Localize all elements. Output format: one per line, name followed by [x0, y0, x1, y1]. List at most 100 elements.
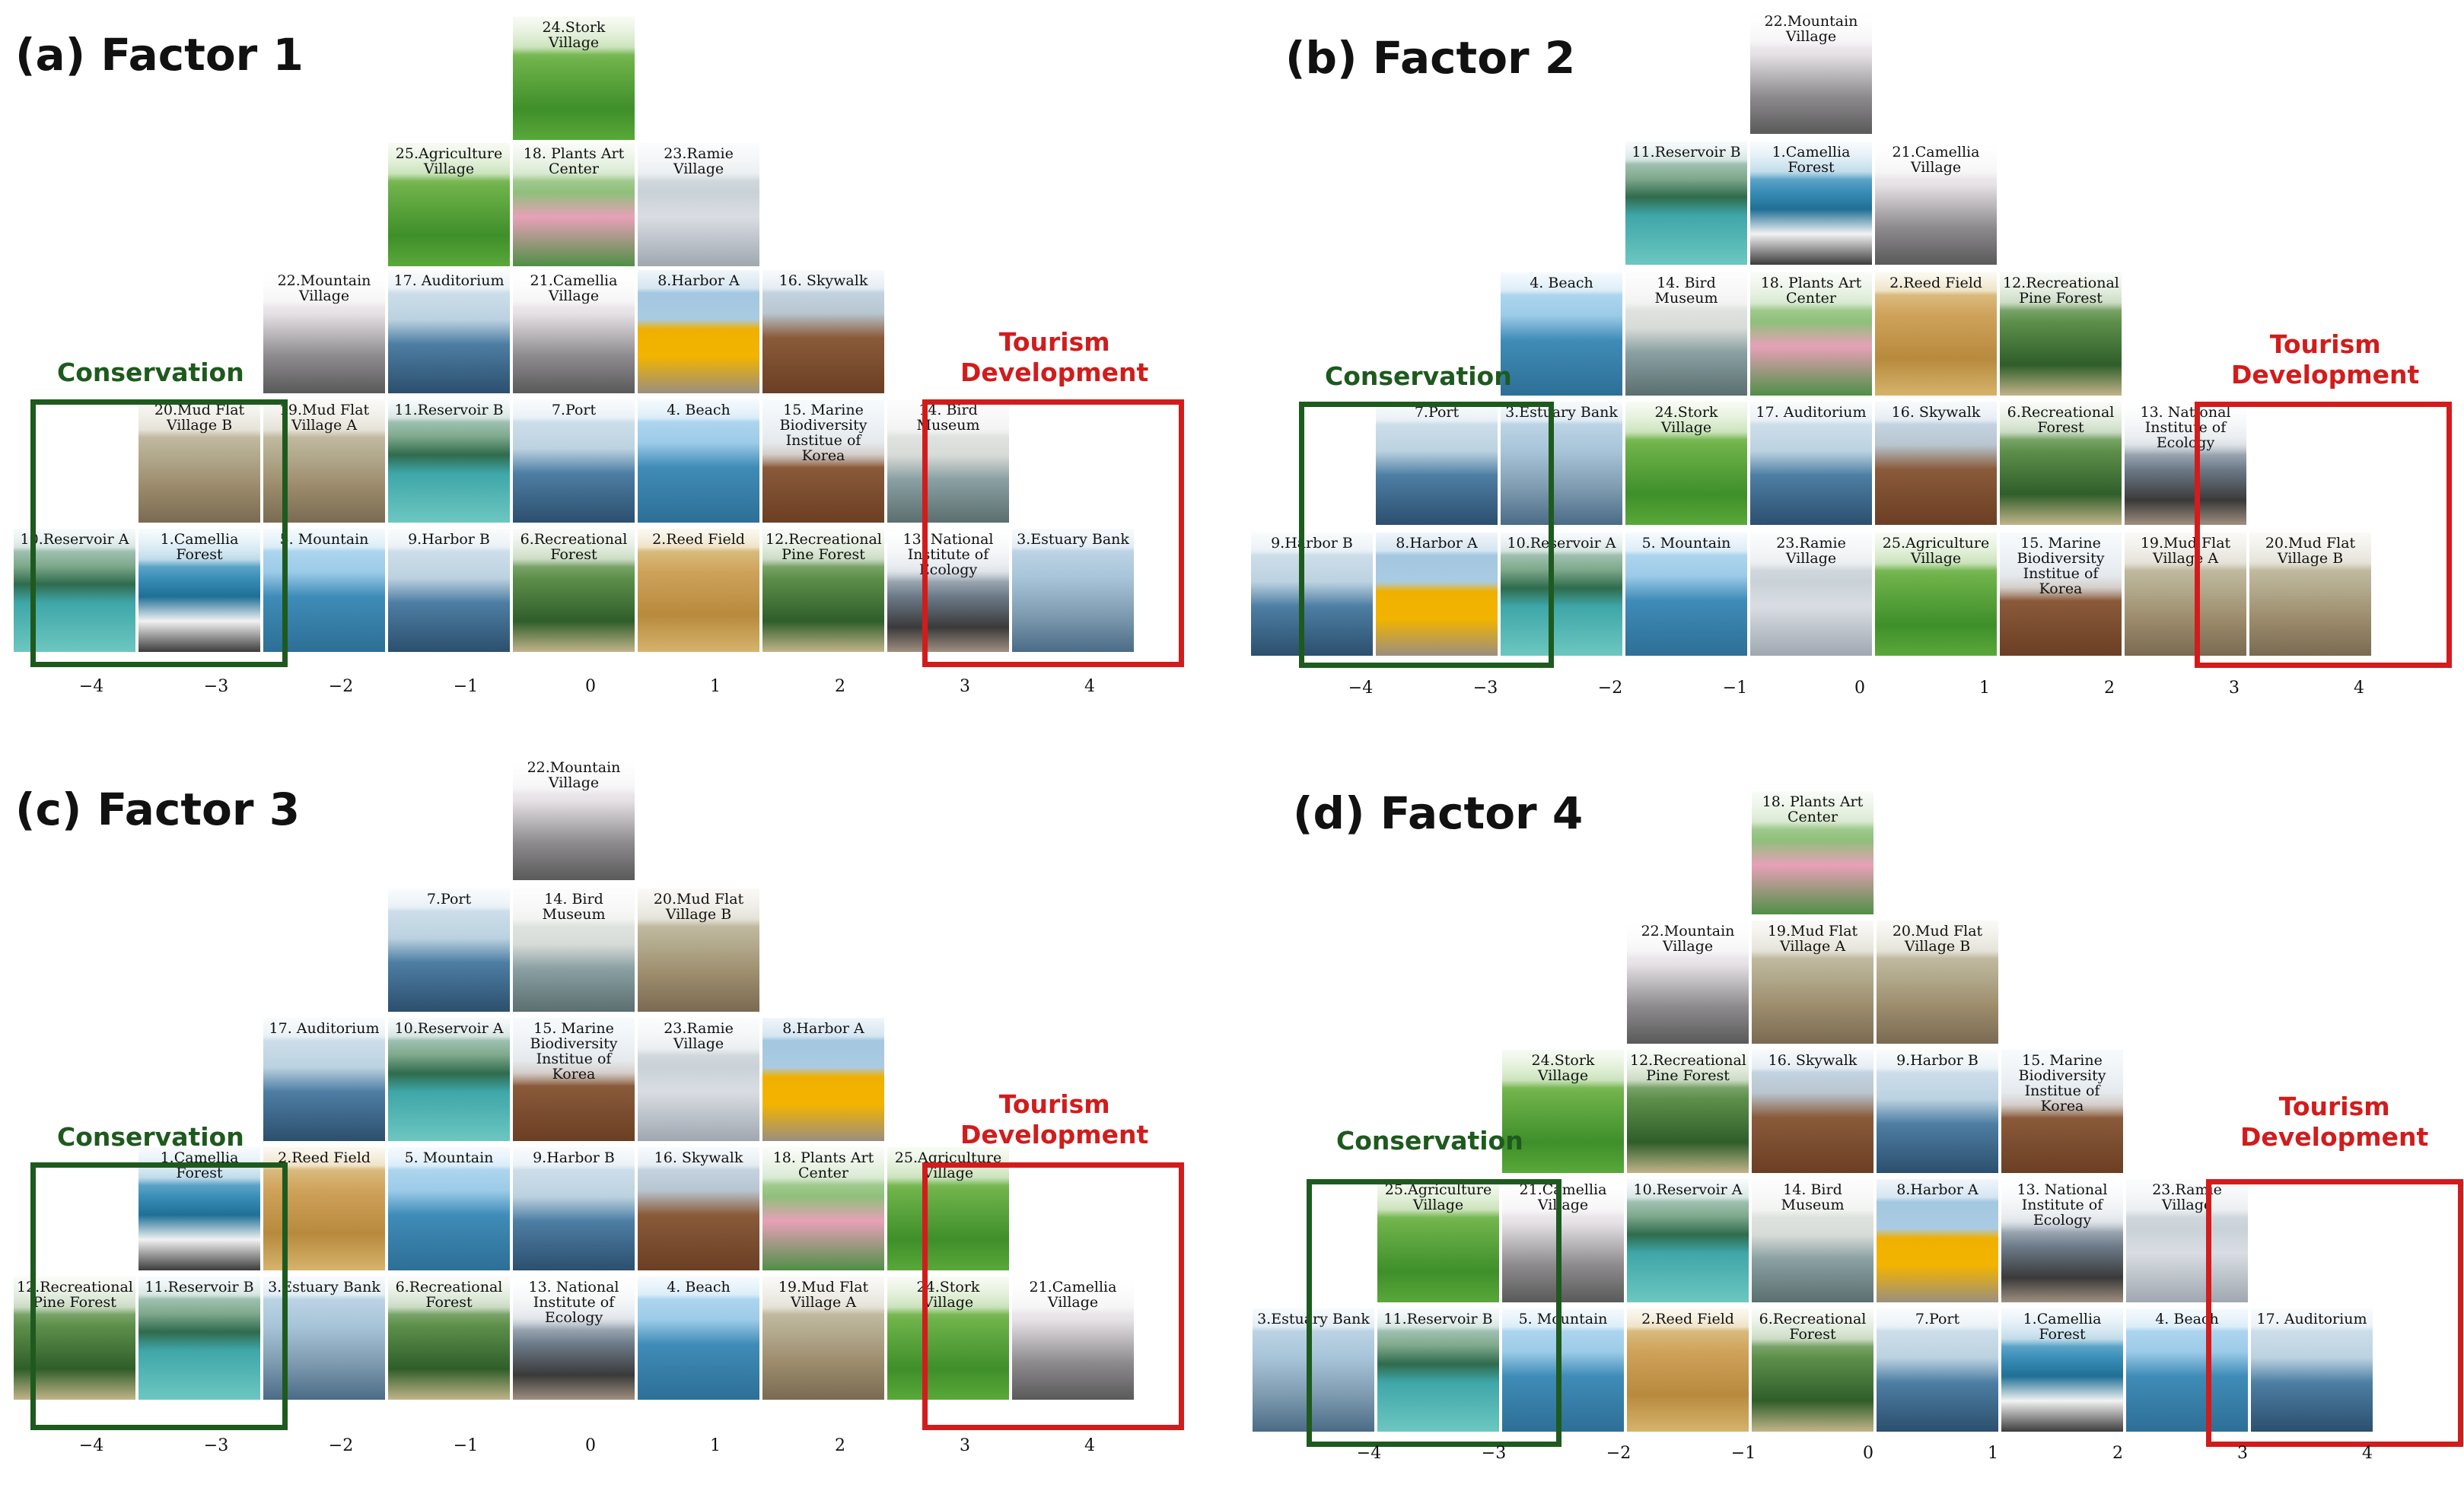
- axis-tick-label: 0: [1863, 1444, 1873, 1463]
- site-caption: 17. Auditorium: [1750, 402, 1872, 424]
- site-caption: 25.Agriculture Village: [1875, 532, 1997, 571]
- site-caption: 21.Camellia Village: [513, 270, 635, 308]
- tourism-development-label: Tourism Development: [2231, 329, 2420, 389]
- site-photo-23-ramie-village: 23.Ramie Village: [2126, 1179, 2248, 1302]
- axis-tick-label: 1: [1988, 1444, 1998, 1463]
- site-photo-14-bird-museum: 14. Bird Museum: [1625, 272, 1747, 396]
- site-caption: 11.Reservoir B: [388, 399, 510, 422]
- site-photo-2-reed-field: 2.Reed Field: [1627, 1308, 1749, 1432]
- site-photo-17-auditorium: 17. Auditorium: [263, 1018, 385, 1141]
- site-photo-24-stork-village: 24.Stork Village: [1625, 402, 1747, 525]
- site-photo-6-recreational-forest: 6.Recreational Forest: [1752, 1308, 1873, 1432]
- axis-tick-label: 0: [585, 1436, 596, 1455]
- site-caption: 4. Beach: [638, 1276, 759, 1299]
- site-caption: 14. Bird Museum: [1625, 272, 1747, 310]
- site-photo-20-mud-flat-village-b: 20.Mud Flat Village B: [1877, 920, 1998, 1044]
- site-caption: 21.Camellia Village: [1875, 141, 1997, 180]
- site-photo-10-reservoir-a: 10.Reservoir A: [1627, 1179, 1749, 1302]
- site-photo-9-harbor-b: 9.Harbor B: [388, 529, 510, 652]
- axis-tick-label: 0: [1854, 679, 1865, 698]
- tourism-development-label: Tourism Development: [960, 327, 1149, 387]
- axis-tick-label: 0: [585, 677, 596, 696]
- site-photo-20-mud-flat-village-b: 20.Mud Flat Village B: [638, 889, 759, 1012]
- axis-tick-label: −3: [1472, 679, 1498, 698]
- site-caption: 24.Stork Village: [887, 1276, 1009, 1315]
- site-photo-2-reed-field: 2.Reed Field: [1875, 272, 1997, 396]
- axis-tick-label: 1: [1979, 679, 1990, 698]
- site-caption: 5. Mountain: [1502, 1308, 1624, 1331]
- site-caption: 4. Beach: [638, 399, 759, 422]
- axis-tick-label: −4: [78, 677, 104, 696]
- site-caption: 11.Reservoir B: [1625, 141, 1747, 164]
- site-photo-4-beach: 4. Beach: [638, 399, 759, 523]
- site-caption: 22.Mountain Village: [1750, 11, 1872, 49]
- site-photo-13-national-institute-of-ecology: 13. National Institute of Ecology: [2125, 402, 2246, 525]
- site-caption: 1.Camellia Forest: [138, 529, 260, 567]
- site-caption: 23.Ramie Village: [1750, 532, 1872, 571]
- site-caption: 15. Marine Biodiversity Institue of Kore…: [513, 1018, 635, 1086]
- site-photo-11-reservoir-b: 11.Reservoir B: [1377, 1308, 1499, 1432]
- site-caption: 6.Recreational Forest: [1752, 1308, 1873, 1346]
- site-photo-23-ramie-village: 23.Ramie Village: [638, 1018, 759, 1141]
- site-photo-25-agriculture-village: 25.Agriculture Village: [1377, 1179, 1499, 1302]
- site-photo-20-mud-flat-village-b: 20.Mud Flat Village B: [2249, 532, 2371, 656]
- site-caption: 16. Skywalk: [1752, 1050, 1873, 1073]
- site-caption: 22.Mountain Village: [1627, 920, 1749, 958]
- site-caption: 18. Plants Art Center: [1752, 791, 1873, 829]
- conservation-label: Conservation: [57, 1122, 244, 1152]
- site-caption: 23.Ramie Village: [638, 1018, 759, 1056]
- site-caption: 8.Harbor A: [762, 1018, 884, 1041]
- site-photo-6-recreational-forest: 6.Recreational Forest: [513, 529, 635, 652]
- axis-tick-label: 3: [2237, 1444, 2248, 1463]
- site-caption: 3.Estuary Bank: [1012, 529, 1134, 552]
- site-photo-25-agriculture-village: 25.Agriculture Village: [388, 143, 510, 266]
- site-photo-20-mud-flat-village-b: 20.Mud Flat Village B: [138, 399, 260, 523]
- axis-tick-label: 2: [2104, 679, 2115, 698]
- site-photo-15-marine-biodiversity-institue-of-korea: 15. Marine Biodiversity Institue of Kore…: [762, 399, 884, 523]
- site-photo-18-plants-art-center: 18. Plants Art Center: [513, 143, 635, 266]
- site-photo-22-mountain-village: 22.Mountain Village: [1627, 920, 1749, 1044]
- site-photo-17-auditorium: 17. Auditorium: [1750, 402, 1872, 525]
- site-photo-5-mountain: 5. Mountain: [1502, 1308, 1624, 1432]
- site-caption: 18. Plants Art Center: [1750, 272, 1872, 310]
- panel-title: (a) Factor 1: [15, 29, 304, 81]
- site-caption: 6.Recreational Forest: [513, 529, 635, 567]
- site-photo-12-recreational-pine-forest: 12.Recreational Pine Forest: [762, 529, 884, 652]
- site-caption: 22.Mountain Village: [263, 270, 385, 308]
- site-caption: 9.Harbor B: [1877, 1050, 1998, 1073]
- conservation-box: [30, 1162, 288, 1430]
- site-photo-8-harbor-a: 8.Harbor A: [1376, 532, 1498, 656]
- site-photo-5-mountain: 5. Mountain: [1625, 532, 1747, 656]
- site-photo-16-skywalk: 16. Skywalk: [638, 1147, 759, 1270]
- axis-tick-label: 4: [1084, 677, 1095, 696]
- axis-tick-label: −2: [328, 1436, 354, 1455]
- panel-title: (d) Factor 4: [1293, 787, 1584, 839]
- site-photo-21-camellia-village: 21.Camellia Village: [513, 270, 635, 393]
- conservation-box: [30, 399, 288, 667]
- factor-panel-d: (d) Factor 4 18. Plants Art Center 22.Moun…: [1232, 746, 2464, 1491]
- axis-tick-label: −3: [203, 1436, 229, 1455]
- site-caption: 9.Harbor B: [513, 1147, 635, 1170]
- site-caption: 13. National Institute of Ecology: [887, 529, 1009, 582]
- site-photo-22-mountain-village: 22.Mountain Village: [1750, 11, 1872, 134]
- site-photo-1-camellia-forest: 1.Camellia Forest: [138, 529, 260, 652]
- site-caption: 14. Bird Museum: [1752, 1179, 1873, 1217]
- site-photo-4-beach: 4. Beach: [1501, 272, 1622, 396]
- site-caption: 2.Reed Field: [1875, 272, 1997, 295]
- site-caption: 19.Mud Flat Village A: [762, 1276, 884, 1315]
- site-caption: 17. Auditorium: [2251, 1308, 2373, 1331]
- site-caption: 10.Reservoir A: [1501, 532, 1622, 555]
- site-caption: 13. National Institute of Ecology: [513, 1276, 635, 1330]
- site-photo-24-stork-village: 24.Stork Village: [1502, 1050, 1624, 1173]
- site-caption: 20.Mud Flat Village B: [138, 399, 260, 437]
- site-photo-18-plants-art-center: 18. Plants Art Center: [1750, 272, 1872, 396]
- site-caption: 4. Beach: [2126, 1308, 2248, 1331]
- site-caption: 8.Harbor A: [638, 270, 759, 293]
- site-caption: 7.Port: [513, 399, 635, 422]
- site-photo-11-reservoir-b: 11.Reservoir B: [388, 399, 510, 523]
- site-photo-10-reservoir-a: 10.Reservoir A: [1501, 532, 1622, 656]
- site-photo-22-mountain-village: 22.Mountain Village: [513, 757, 635, 880]
- site-caption: 18. Plants Art Center: [513, 143, 635, 181]
- site-photo-2-reed-field: 2.Reed Field: [638, 529, 759, 652]
